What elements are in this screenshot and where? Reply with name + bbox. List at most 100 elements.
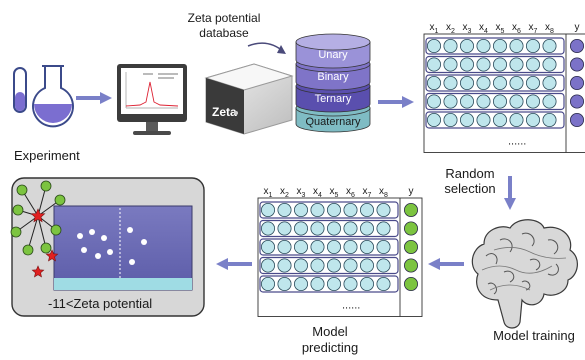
training-feature-cell (509, 39, 524, 54)
training-table-row (425, 74, 565, 92)
prediction-feature-cell (343, 239, 358, 254)
plot-point (141, 239, 147, 245)
prediction-target-cell (403, 202, 418, 217)
training-column-header: x2 (446, 22, 455, 35)
prediction-feature-cell (277, 258, 292, 273)
prediction-feature-cell (359, 221, 374, 236)
prediction-feature-cell (260, 202, 275, 217)
feature-node (40, 242, 52, 254)
prediction-column-header: x7 (363, 186, 372, 199)
feature-node (22, 244, 34, 256)
prediction-feature-cell (293, 276, 308, 291)
prediction-feature-cell (310, 221, 325, 236)
training-target-cell (570, 76, 585, 91)
training-feature-cell (509, 113, 524, 128)
training-feature-cell (542, 113, 557, 128)
plot-points (77, 227, 147, 265)
training-feature-cell (443, 94, 458, 109)
training-column-header: x4 (479, 22, 488, 35)
prediction-feature-cell (277, 221, 292, 236)
prediction-feature-cell (293, 258, 308, 273)
training-target-header: y (575, 22, 580, 33)
training-feature-cell (476, 113, 491, 128)
training-feature-cell (443, 39, 458, 54)
training-feature-cell (526, 57, 541, 72)
prediction-feature-cell (260, 276, 275, 291)
prediction-column-header: x2 (280, 186, 289, 199)
training-column-header: x6 (512, 22, 521, 35)
device-brand-label: Zeta (212, 105, 237, 119)
prediction-feature-cell (260, 258, 275, 273)
prediction-feature-cell (376, 239, 391, 254)
star-icon (30, 208, 46, 223)
prediction-feature-cell (326, 276, 341, 291)
prediction-table-row (259, 275, 399, 293)
arrow-experiment-to-monitor-icon (76, 92, 112, 104)
arrow-database-to-table-icon (378, 96, 414, 108)
training-column-header: x1 (430, 22, 439, 35)
training-feature-cell (443, 76, 458, 91)
training-feature-cell (526, 76, 541, 91)
prediction-target-cell (403, 239, 418, 254)
prediction-feature-cell (376, 276, 391, 291)
database-label-line1: Zeta potential (188, 11, 261, 25)
prediction-feature-cell (293, 239, 308, 254)
training-feature-cell (459, 113, 474, 128)
training-feature-cell (426, 39, 441, 54)
training-feature-cell (526, 113, 541, 128)
training-feature-cell (459, 57, 474, 72)
feature-node (10, 226, 22, 238)
feature-node (40, 180, 52, 192)
arrow-prediction-to-result-icon (216, 258, 252, 270)
training-feature-cell (476, 57, 491, 72)
training-target-cell (570, 113, 585, 128)
prediction-column-header: x6 (346, 186, 355, 199)
plot-point (127, 227, 133, 233)
training-feature-cell (542, 76, 557, 91)
prediction-target-cell (403, 276, 418, 291)
db-layer-ternary: Ternary (315, 93, 352, 105)
prediction-feature-cell (343, 276, 358, 291)
prediction-target-cell (403, 258, 418, 273)
arrow-training-to-prediction-icon (428, 258, 464, 270)
training-feature-cell (443, 113, 458, 128)
prediction-feature-cell (310, 276, 325, 291)
training-ellipsis: ...... (508, 136, 526, 148)
star-icon (45, 249, 59, 262)
brain-icon (471, 219, 578, 329)
training-feature-cell (509, 57, 524, 72)
training-feature-cell (476, 39, 491, 54)
prediction-feature-cell (359, 239, 374, 254)
training-table-row (425, 92, 565, 111)
prediction-column-header: x1 (264, 186, 273, 199)
prediction-feature-cell (359, 276, 374, 291)
prediction-feature-cell (376, 202, 391, 217)
training-feature-cell (492, 76, 507, 91)
training-target-cell (570, 57, 585, 72)
training-feature-cell (492, 57, 507, 72)
plot-point (89, 229, 95, 235)
prediction-plot (53, 205, 193, 291)
prediction-feature-cell (293, 202, 308, 217)
training-feature-cell (542, 39, 557, 54)
device-indicator (234, 111, 238, 115)
plot-point (81, 247, 87, 253)
prediction-table-row (259, 201, 399, 219)
prediction-feature-cell (343, 202, 358, 217)
prediction-feature-cell (277, 202, 292, 217)
training-table-row (425, 55, 565, 74)
training-feature-cell (542, 94, 557, 109)
training-feature-cell (526, 94, 541, 109)
training-column-header: x7 (529, 22, 538, 35)
feature-node (54, 194, 66, 206)
plot-point (101, 235, 107, 241)
training-feature-cell (426, 76, 441, 91)
plot-point (129, 259, 135, 265)
training-feature-cell (476, 94, 491, 109)
prediction-feature-cell (326, 258, 341, 273)
feature-edge (37, 215, 47, 249)
training-feature-cell (526, 39, 541, 54)
prediction-column-header: x4 (313, 186, 322, 199)
training-table-row (425, 111, 565, 129)
